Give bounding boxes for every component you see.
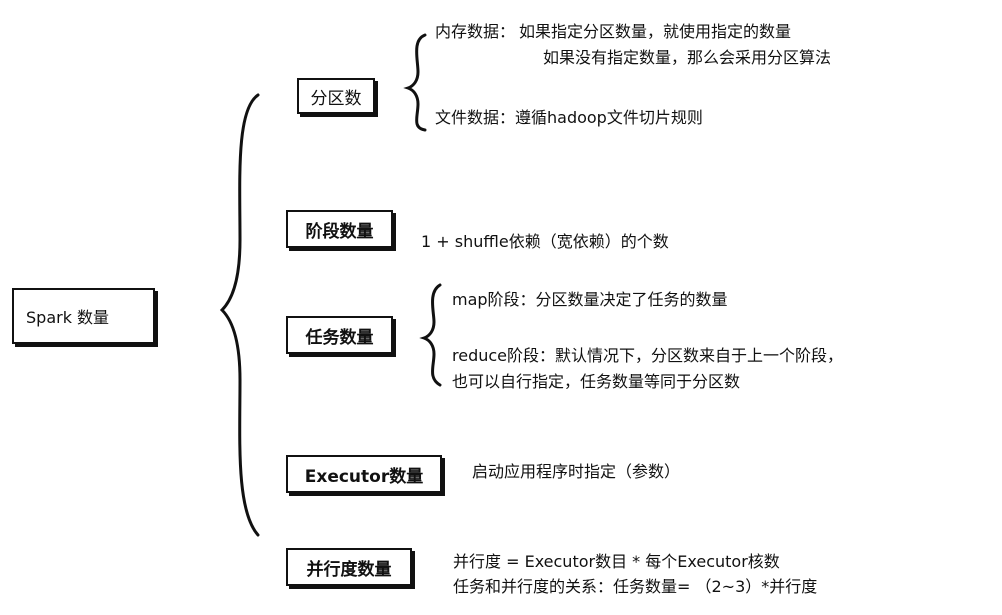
tasks-reduce-line2: 也可以自行指定，任务数量等同于分区数 (452, 372, 741, 391)
parallelism-line1: 并行度 = Executor数目 * 每个Executor核数 (453, 552, 780, 571)
stages-label: 阶段数量 (305, 221, 374, 242)
root-node[interactable]: Spark 数量 (12, 288, 155, 344)
executors-desc: 启动应用程序时指定（参数） (472, 462, 681, 481)
memory-data-line2: 如果没有指定数量，那么会采用分区算法 (543, 48, 832, 67)
partitions-brace (403, 33, 427, 132)
stages-desc: 1 + shuffle依赖（宽依赖）的个数 (421, 232, 669, 251)
tasks-label: 任务数量 (305, 327, 374, 348)
tasks-node[interactable]: 任务数量 (286, 316, 393, 354)
parallelism-node[interactable]: 并行度数量 (286, 548, 412, 586)
memory-data-line1: 如果指定分区数量，就使用指定的数量 (519, 22, 792, 41)
parallelism-label: 并行度数量 (306, 559, 392, 580)
tasks-brace (419, 283, 442, 387)
executors-node[interactable]: Executor数量 (286, 455, 442, 493)
file-data-line: 文件数据：遵循hadoop文件切片规则 (435, 108, 703, 127)
executors-label: Executor数量 (304, 466, 424, 487)
parallelism-line2: 任务和并行度的关系：任务数量= （2~3）*并行度 (453, 577, 818, 596)
partitions-label: 分区数 (310, 88, 362, 109)
tasks-reduce-line1: reduce阶段：默认情况下，分区数来自于上一个阶段， (452, 346, 844, 365)
memory-data-label: 内存数据： (435, 22, 516, 41)
partitions-node[interactable]: 分区数 (297, 78, 375, 114)
root-label: Spark 数量 (26, 308, 110, 327)
stages-node[interactable]: 阶段数量 (286, 210, 393, 248)
main-brace (219, 93, 260, 537)
tasks-map-line: map阶段：分区数量决定了任务的数量 (452, 290, 728, 309)
